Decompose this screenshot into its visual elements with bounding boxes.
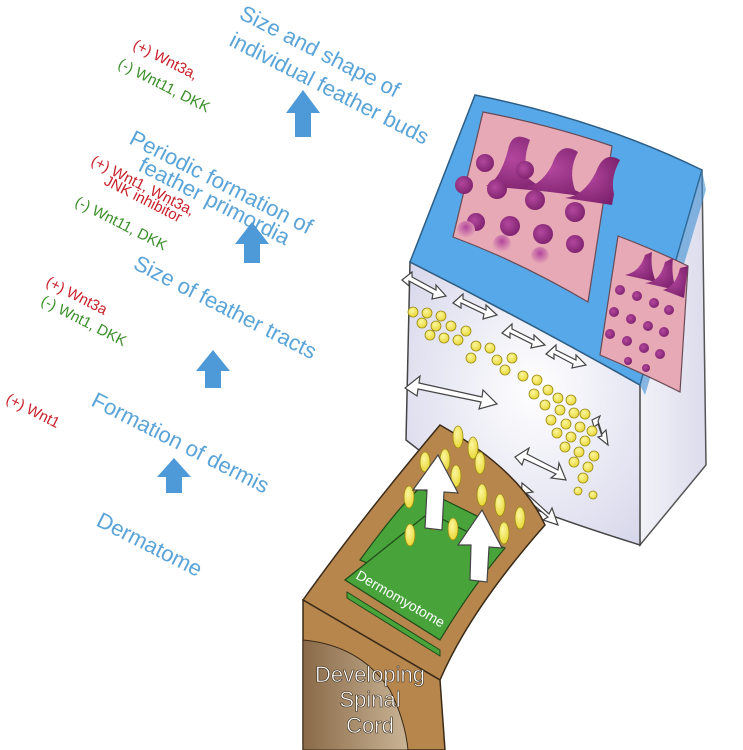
migration-arrow-icon — [456, 508, 504, 583]
stage-arrows — [157, 90, 320, 493]
stage-arrow-icon — [157, 458, 191, 493]
feather-buds-large — [455, 136, 620, 253]
spinal-cord-label-line2: Spinal — [339, 687, 400, 712]
double-headed-arrow-icon — [514, 446, 567, 481]
double-headed-arrow-icon — [403, 374, 499, 410]
feather-bud-placodes-large — [457, 221, 549, 265]
double-headed-arrow-icon — [401, 270, 448, 300]
skin-block-illustration — [301, 94, 707, 750]
stage-size-of-feather-tracts: Size of feather tracts — [130, 250, 321, 364]
double-headed-arrow-icon — [501, 322, 547, 349]
regulator-labels: (+) Wnt1 (+) Wnt3a (-) Wnt1, DKK (+) Wnt… — [3, 36, 212, 431]
stage-arrow-icon — [235, 222, 269, 263]
double-headed-arrow-icon — [591, 414, 609, 447]
spinal-cord-label-line3: Cord — [346, 713, 394, 738]
migration-arrow-icon — [411, 453, 460, 531]
regulator-dermis-positive: (+) Wnt1 — [3, 390, 62, 431]
double-headed-arrow-icon — [452, 292, 499, 320]
feather-buds-small — [605, 252, 688, 372]
cell-exchange-arrows — [401, 270, 609, 526]
stage-arrow-icon — [196, 350, 230, 388]
stage-dermatome: Dermatome — [93, 507, 207, 581]
double-headed-arrow-icon — [545, 343, 588, 369]
developing-spinal-cord — [302, 639, 409, 750]
stage-arrow-icon — [286, 90, 320, 137]
spinal-cord-label-line1: Developing — [315, 662, 425, 687]
migration-arrows — [411, 453, 504, 583]
stage-labels: Dermatome Formation of dermis Size of fe… — [88, 0, 434, 581]
dermal-cells — [407, 306, 600, 500]
